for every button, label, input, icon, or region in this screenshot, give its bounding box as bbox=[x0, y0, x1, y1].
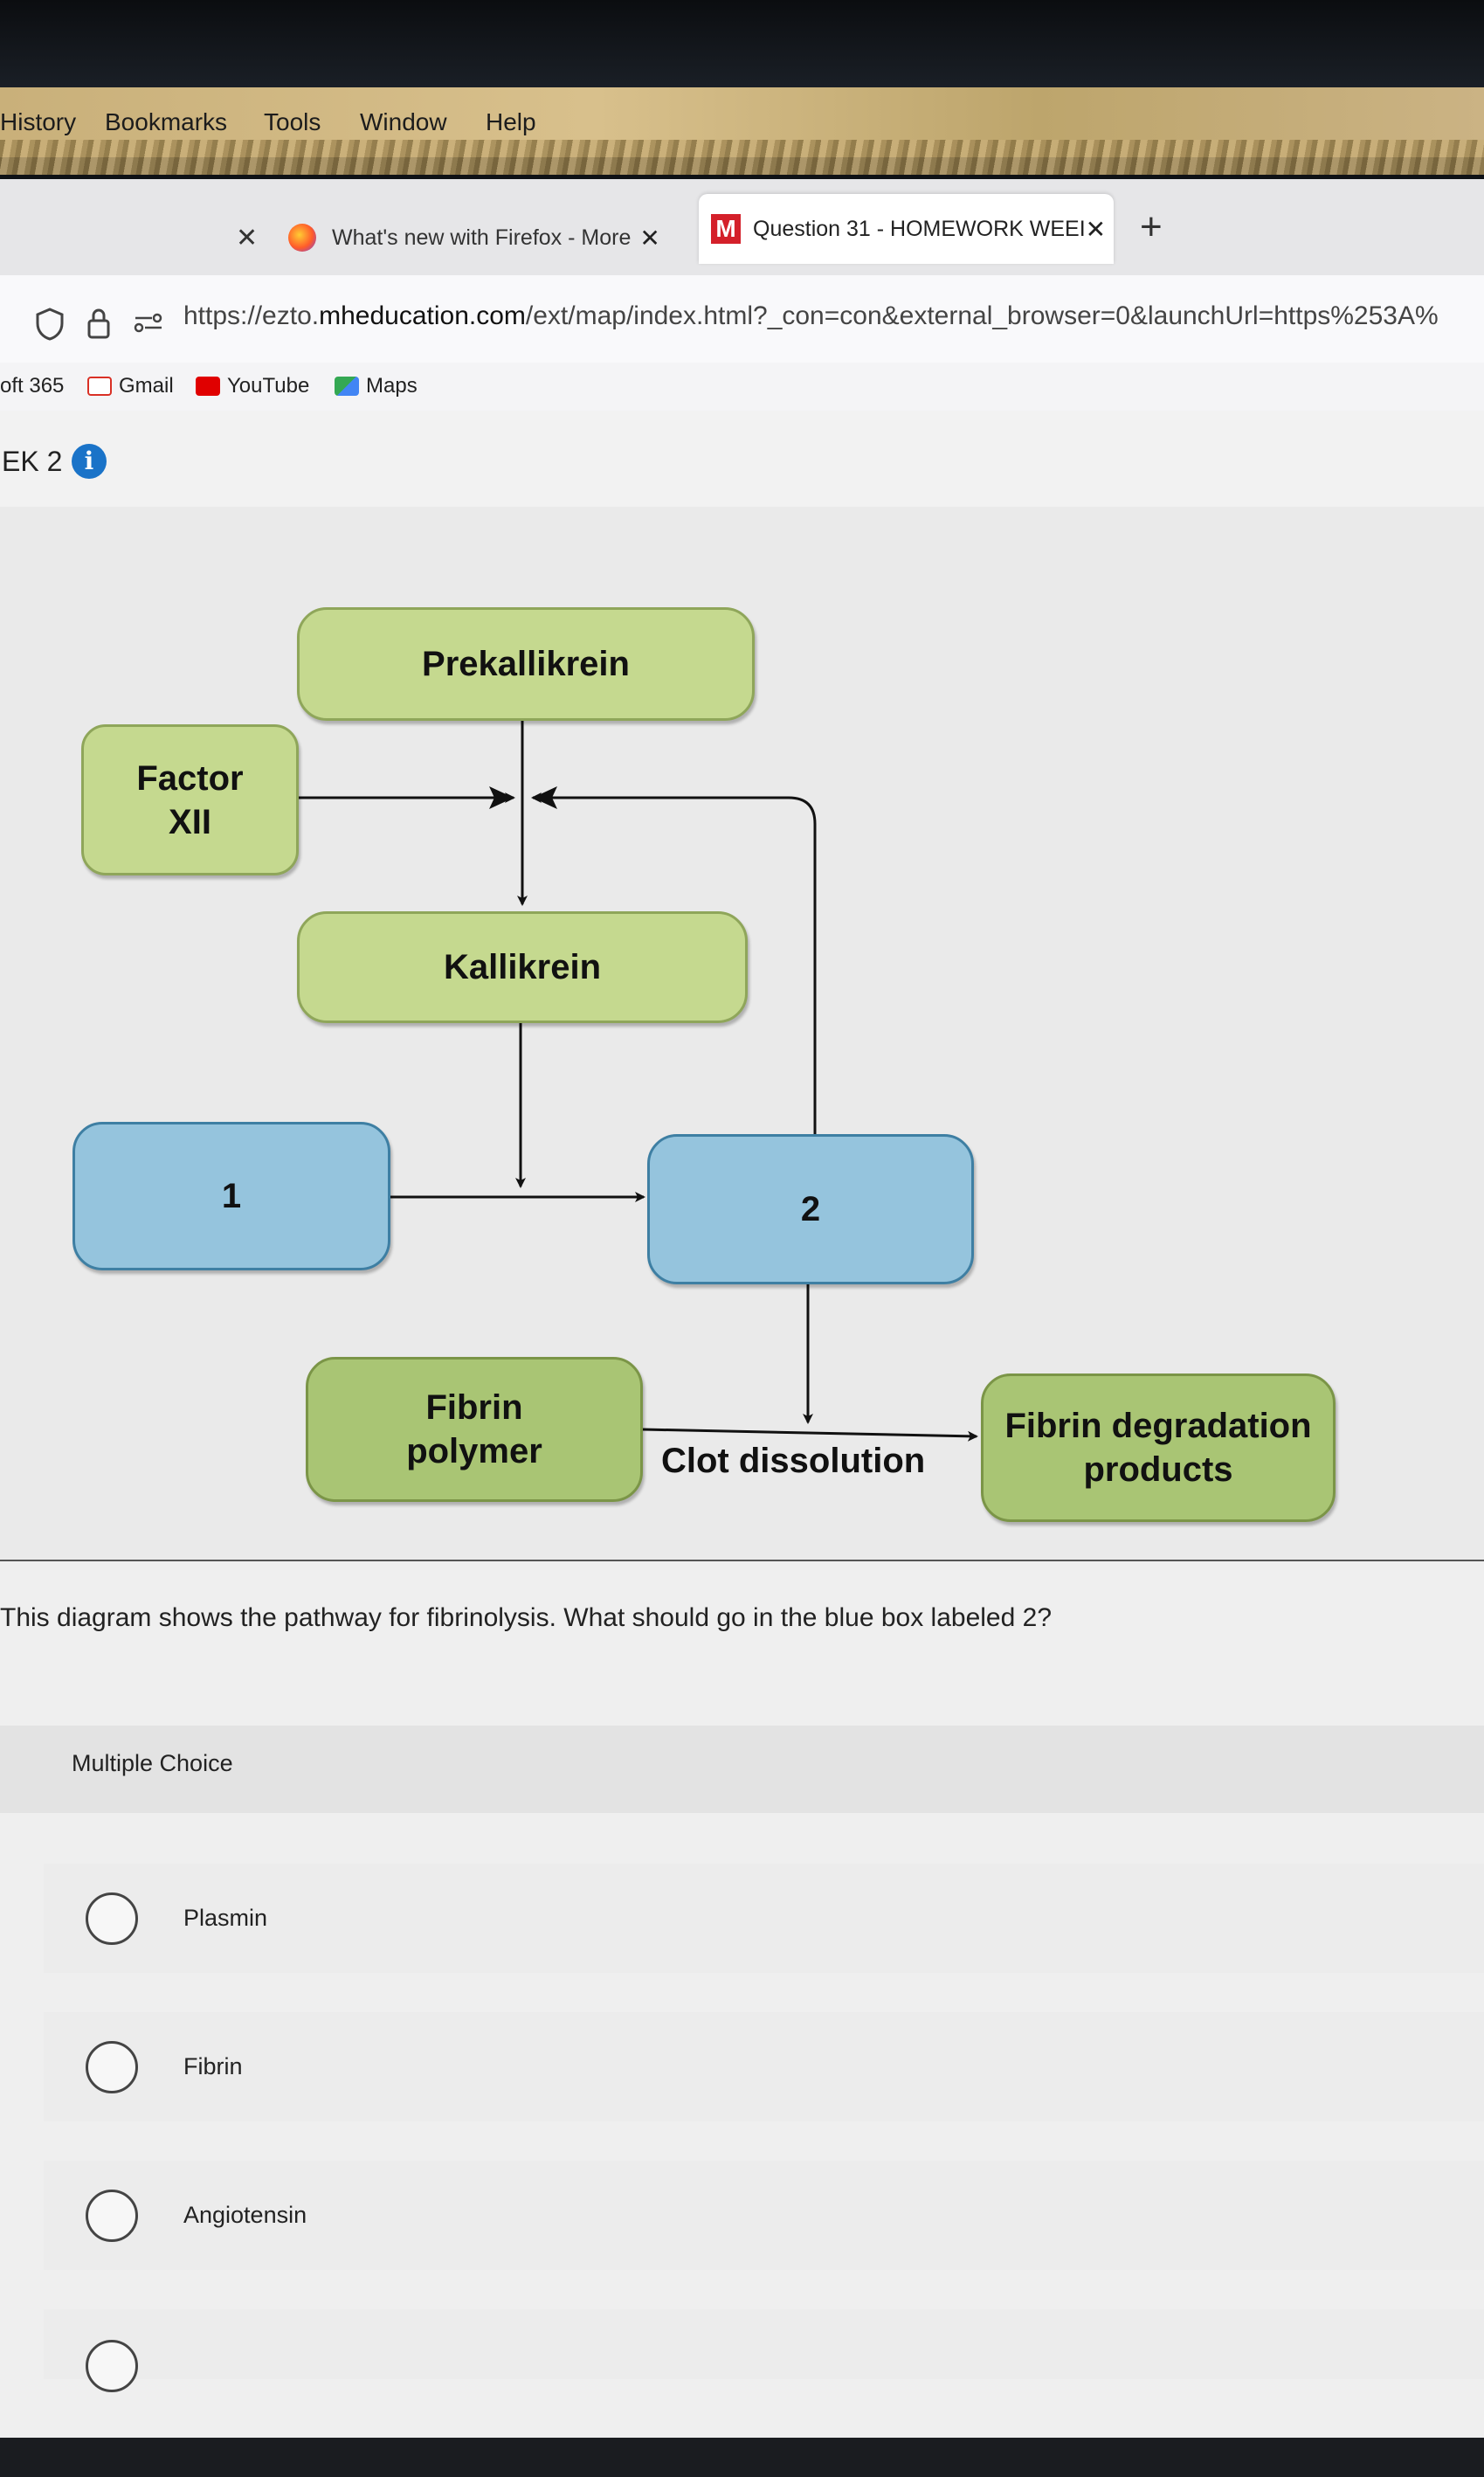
permissions-icon[interactable] bbox=[133, 310, 164, 336]
lock-icon[interactable] bbox=[86, 306, 112, 341]
youtube-icon bbox=[196, 377, 220, 396]
info-icon[interactable]: i bbox=[72, 444, 107, 479]
bookmark-maps[interactable]: Maps bbox=[335, 374, 418, 398]
bookmark-label: Gmail bbox=[119, 374, 174, 398]
multiple-choice-label: Multiple Choice bbox=[72, 1750, 233, 1776]
diagram-arrows bbox=[295, 718, 978, 1442]
monitor-bezel-bottom bbox=[0, 2438, 1484, 2477]
page-header bbox=[0, 411, 1484, 508]
bookmarks-bar bbox=[0, 363, 1484, 412]
radio-button[interactable] bbox=[86, 2190, 138, 2242]
maps-icon bbox=[335, 377, 359, 396]
arrow-feedback-from-2 bbox=[531, 792, 817, 1134]
mheducation-icon: M bbox=[711, 214, 741, 244]
menu-help[interactable]: Help bbox=[486, 108, 536, 135]
url-host: mheducation.com bbox=[319, 301, 526, 330]
url-path: /ext/map/index.html?_con=con&external_br… bbox=[525, 301, 1439, 330]
choice-label: Angiotensin bbox=[183, 2202, 307, 2228]
box-label: Fibrin degradation products bbox=[1004, 1407, 1312, 1489]
new-tab-button[interactable]: + bbox=[1140, 205, 1163, 248]
box-1: 1 bbox=[72, 1122, 390, 1270]
bookmark-label: YouTube bbox=[227, 374, 310, 398]
box-fibrin-degradation-products: Fibrin degradation products bbox=[981, 1373, 1336, 1522]
tab-question-31[interactable]: M Question 31 - HOMEWORK WEEI ✕ bbox=[699, 194, 1114, 264]
choice-option-partial[interactable] bbox=[44, 2309, 1484, 2392]
tab-label: What's new with Firefox - More bbox=[332, 225, 632, 250]
clot-dissolution-label: Clot dissolution bbox=[661, 1442, 926, 1480]
url-bar[interactable] bbox=[0, 275, 1484, 363]
box-2: 2 bbox=[647, 1134, 974, 1284]
close-icon[interactable]: ✕ bbox=[1085, 215, 1107, 243]
radio-button[interactable] bbox=[86, 2340, 138, 2392]
box-label: Factor XII bbox=[136, 758, 244, 841]
bookmark-office-365[interactable]: oft 365 bbox=[0, 374, 64, 398]
choice-label: Plasmin bbox=[183, 1905, 268, 1931]
menu-history[interactable]: History bbox=[0, 108, 77, 135]
menu-bookmarks[interactable]: Bookmarks bbox=[105, 108, 228, 135]
tab-label: Question 31 - HOMEWORK WEEI bbox=[753, 216, 1086, 241]
close-icon[interactable]: ✕ bbox=[639, 224, 660, 252]
wallpaper-strip bbox=[0, 140, 1484, 175]
choice-option[interactable]: Plasmin bbox=[44, 1864, 1484, 1973]
arrowhead-detail bbox=[489, 786, 514, 809]
tab-firefox-whats-new[interactable]: What's new with Firefox - More ✕ bbox=[288, 203, 690, 273]
choice-option[interactable]: Angiotensin bbox=[44, 2161, 1484, 2270]
monitor-bezel-top bbox=[0, 0, 1484, 87]
box-fibrin-polymer: Fibrin polymer bbox=[306, 1357, 643, 1502]
box-factor-xii: Factor XII bbox=[81, 724, 299, 875]
menubar bbox=[0, 87, 1484, 175]
gmail-icon bbox=[87, 377, 112, 396]
bookmark-youtube[interactable]: YouTube bbox=[196, 374, 309, 398]
bookmark-label: oft 365 bbox=[0, 374, 65, 398]
box-label: Kallikrein bbox=[443, 948, 602, 986]
box-label: 1 bbox=[221, 1177, 242, 1215]
box-label: 2 bbox=[800, 1190, 821, 1228]
arrowhead-detail bbox=[533, 786, 557, 809]
choice-option[interactable]: Fibrin bbox=[44, 2012, 1484, 2121]
box-prekallikrein: Prekallikrein bbox=[297, 607, 755, 721]
firefox-icon bbox=[288, 224, 316, 252]
arrow-to-fdp bbox=[642, 1428, 978, 1442]
shield-icon[interactable] bbox=[35, 308, 65, 341]
menu-window[interactable]: Window bbox=[360, 108, 447, 135]
choice-label: Fibrin bbox=[183, 2053, 243, 2079]
bookmark-gmail[interactable]: Gmail bbox=[87, 374, 174, 398]
box-label: Fibrin polymer bbox=[406, 1388, 542, 1470]
box-kallikrein: Kallikrein bbox=[297, 911, 748, 1023]
multiple-choice-header bbox=[0, 1726, 1484, 1813]
box-label: Prekallikrein bbox=[422, 645, 630, 683]
menu-tools[interactable]: Tools bbox=[264, 108, 321, 135]
bookmark-label: Maps bbox=[366, 374, 418, 398]
page-title: EK 2 bbox=[2, 446, 63, 477]
question-text: This diagram shows the pathway for fibri… bbox=[0, 1603, 1052, 1632]
close-icon[interactable]: ✕ bbox=[236, 224, 259, 253]
radio-button[interactable] bbox=[86, 2041, 138, 2093]
radio-button[interactable] bbox=[86, 1892, 138, 1945]
url-text[interactable]: https://ezto.mheducation.com/ext/map/ind… bbox=[183, 301, 1439, 331]
url-prefix: https://ezto. bbox=[183, 301, 320, 330]
